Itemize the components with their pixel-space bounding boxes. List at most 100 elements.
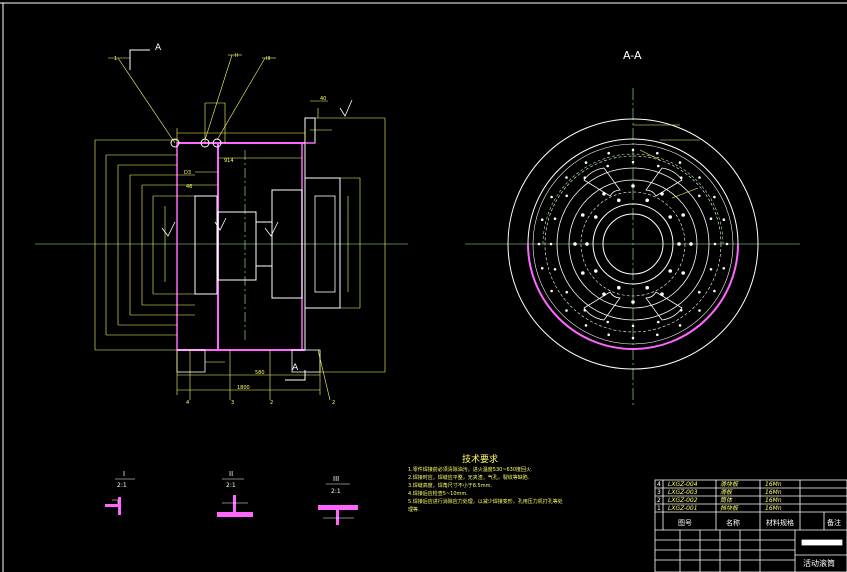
bolt-hole	[698, 290, 701, 294]
bolt-hole	[698, 194, 701, 198]
bolt-hole	[713, 289, 716, 293]
bolt-hole	[553, 268, 557, 271]
header-code: 图号	[678, 519, 692, 527]
bolt-hole	[537, 242, 541, 246]
dimension-1800: 1800	[237, 385, 250, 391]
bolt-hole	[584, 161, 588, 164]
bolt-hole	[678, 161, 682, 164]
parts-row-material: 16Mn	[765, 505, 782, 512]
leader-label-5: 3	[231, 400, 234, 406]
parts-row-code: LXGZ-004	[668, 481, 698, 488]
parts-row-name: 滑板	[720, 488, 733, 496]
bolt-hole	[725, 242, 729, 246]
bolt-hole	[713, 195, 716, 199]
parts-row-material: 16Mn	[765, 489, 782, 496]
bolt-hole	[681, 213, 685, 217]
detail-iii-numeral: III	[333, 475, 339, 483]
front-view-labels: A A 914 580 1800 40 D3 46 1 II III 4 3 2…	[114, 43, 335, 406]
bolt-hole	[657, 164, 660, 168]
bolt-hole	[656, 151, 659, 155]
bolt-hole	[581, 271, 585, 275]
bolt-hole	[657, 320, 660, 324]
bolt-hole	[565, 309, 568, 312]
bolt-hole	[668, 269, 672, 273]
bolt-hole	[594, 215, 598, 219]
bolt-hole	[713, 242, 717, 246]
bolt-hole	[631, 184, 635, 188]
leader-label-2: II	[235, 53, 238, 59]
parts-row-no: 3	[657, 489, 661, 496]
dimension-46: 46	[186, 184, 192, 190]
section-label: A-A	[623, 49, 642, 62]
bolt-hole	[631, 324, 635, 328]
parts-row-name: 滑块板	[720, 480, 739, 488]
bolt-hole	[585, 242, 589, 246]
bolt-hole	[631, 148, 635, 152]
header-name: 名称	[726, 518, 740, 527]
bolt-hole	[698, 309, 701, 312]
leader-label-6: 2	[270, 400, 273, 406]
header-material: 材料规格	[766, 518, 794, 527]
bolt-hole	[660, 192, 664, 196]
parts-row-name: 筒体	[720, 496, 733, 504]
bolt-hole	[660, 292, 664, 297]
bolt-hole	[583, 176, 587, 179]
detail-i-scale: 2:1	[117, 482, 127, 489]
parts-list-header: 图号 名称 材料规格 备注	[678, 518, 841, 527]
parts-row-no: 1	[657, 505, 661, 512]
parts-row-material: 16Mn	[765, 497, 782, 504]
parts-list	[654, 479, 847, 572]
bolt-hole	[679, 309, 683, 312]
bolt-hole	[722, 267, 726, 270]
tech-req-line-6: 理等.	[408, 506, 420, 513]
cut-marker-a-top: A	[155, 43, 162, 53]
bolt-hole	[602, 192, 606, 196]
bolt-hole	[656, 333, 659, 337]
bolt-hole	[584, 324, 588, 327]
bolt-hole	[581, 213, 585, 217]
parts-row-no: 4	[657, 481, 661, 488]
bolt-hole	[583, 309, 587, 312]
parts-list-rows: 4 LXGZ-004 滑块板 16Mn 3 LXGZ-003 滑板 16Mn 2 LXGZ-002…	[657, 480, 782, 512]
bolt-hole	[606, 320, 609, 324]
bolt-hole	[668, 215, 672, 219]
bolt-hole	[594, 269, 598, 273]
bolt-hole	[606, 164, 609, 168]
parts-row-name: 挡块板	[720, 504, 739, 512]
detail-iii-scale: 2:1	[331, 488, 341, 495]
bolt-hole	[681, 271, 685, 275]
dimension-580: 580	[255, 370, 265, 376]
bolt-hole	[722, 218, 726, 221]
parts-row-code: LXGZ-003	[668, 489, 698, 496]
dimension-d3: D3	[184, 170, 191, 176]
bolt-hole	[677, 242, 681, 246]
bolt-hole	[617, 285, 621, 290]
detail-iii: III 2:1	[318, 475, 358, 525]
cut-marker-a-bottom: A	[292, 363, 299, 373]
bolt-hole	[698, 176, 701, 179]
parts-row-material: 16Mn	[765, 481, 782, 488]
bolt-hole	[645, 198, 649, 203]
detail-ii-scale: 2:1	[226, 482, 236, 489]
leader-label-1: 1	[114, 56, 117, 62]
bolt-hole	[631, 160, 635, 164]
bolt-hole	[617, 198, 621, 203]
bolt-hole	[565, 176, 568, 179]
header-remark: 备注	[827, 518, 841, 527]
leader-label-7: 2	[332, 400, 335, 406]
tech-req-line-4: 4.焊接后应检查5~10mm.	[408, 490, 468, 497]
parts-row-no: 2	[657, 497, 661, 504]
bolt-hole-pattern	[537, 148, 729, 340]
front-section-view	[35, 49, 408, 401]
bolt-hole	[709, 217, 713, 220]
bolt-hole	[631, 336, 635, 340]
bolt-hole	[550, 195, 553, 199]
parts-row-code: LXGZ-002	[668, 497, 698, 504]
bolt-hole	[607, 333, 610, 337]
bolt-hole	[549, 242, 553, 246]
bolt-hole	[679, 176, 683, 179]
tech-req-line-5: 5.焊接后应进行消除应力处理，以减少焊接变形，孔用压力机打孔等处	[408, 498, 563, 505]
tech-req-line-2: 2.焊接时应，焊缝应平整，无夹渣，气孔，裂纹等缺陷.	[408, 474, 530, 481]
